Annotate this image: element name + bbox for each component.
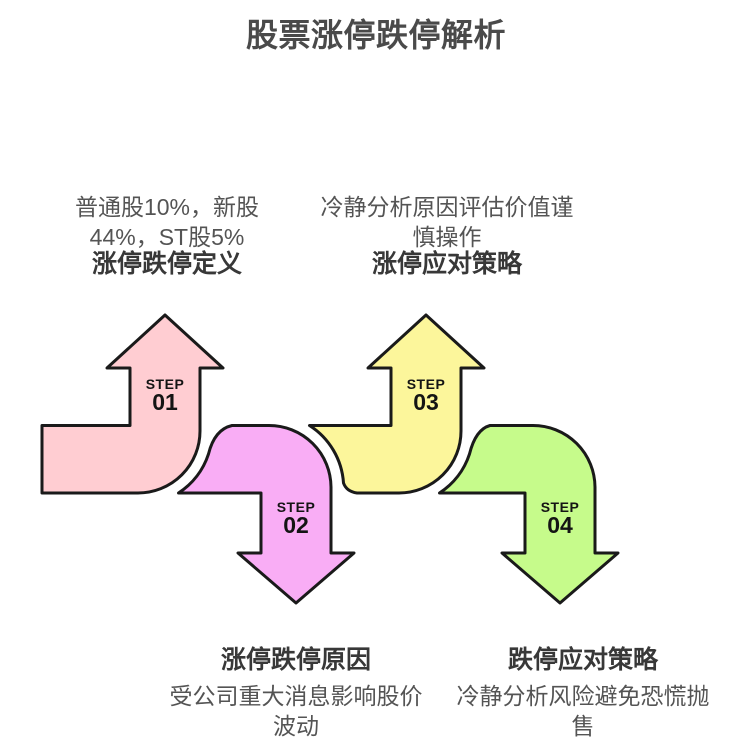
step-01-desc-line2: 44%，ST股5% <box>89 224 245 250</box>
step-02-desc-line2: 波动 <box>273 713 319 739</box>
step-01-info: 普通股10%，新股 44%，ST股5% 涨停跌停定义 <box>75 192 259 279</box>
step-03-heading: 涨停应对策略 <box>371 250 522 278</box>
step-04-heading: 跌停应对策略 <box>507 646 658 674</box>
step-02-label: STEP <box>276 499 316 515</box>
step-02-number: 02 <box>283 512 309 538</box>
arrow-shape-step-04 <box>438 424 620 605</box>
step-03-number: 03 <box>413 389 439 415</box>
step-03-badge: STEP 03 <box>406 376 446 415</box>
arrow-shape-step-03 <box>308 313 486 495</box>
step-04-number: 04 <box>547 512 573 538</box>
step-04-desc-line2: 售 <box>571 713 595 739</box>
step-03-desc-line1: 冷静分析原因评估价值谨 <box>320 194 574 220</box>
step-01-label: STEP <box>145 376 185 392</box>
arrow-shape-step-01 <box>40 313 225 495</box>
step-04-info: 跌停应对策略 冷静分析风险避免恐慌抛 售 <box>457 645 710 741</box>
step-02-info: 涨停跌停原因 受公司重大消息影响股价 波动 <box>170 645 423 741</box>
step-04-label: STEP <box>540 499 580 515</box>
step-03-label: STEP <box>406 376 446 392</box>
arrow-shape-step-02 <box>177 424 356 605</box>
step-04-desc-line1: 冷静分析风险避免恐慌抛 <box>456 683 710 709</box>
step-02-badge: STEP 02 <box>276 499 316 538</box>
step-01-number: 01 <box>152 389 178 415</box>
step-03-info: 冷静分析原因评估价值谨 慎操作 涨停应对策略 <box>321 192 574 279</box>
step-04-badge: STEP 04 <box>540 499 580 538</box>
step-02-heading: 涨停跌停原因 <box>220 646 371 674</box>
page-title: 股票涨停跌停解析 <box>245 17 506 53</box>
step-01-badge: STEP 01 <box>145 376 185 415</box>
step-01-desc-line1: 普通股10%，新股 <box>74 194 260 220</box>
step-03-desc-line2: 慎操作 <box>412 224 482 250</box>
step-02-desc-line1: 受公司重大消息影响股价 <box>169 683 423 709</box>
step-01-heading: 涨停跌停定义 <box>91 250 243 278</box>
